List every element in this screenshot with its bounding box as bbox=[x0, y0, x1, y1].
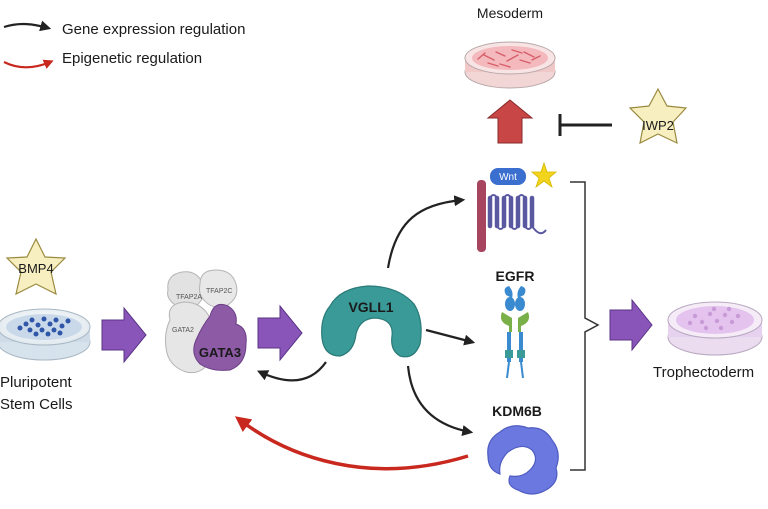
wnt-receptor: Wnt bbox=[477, 161, 558, 252]
egfr-receptor bbox=[500, 286, 530, 379]
complex-to-vgll1-arrow bbox=[257, 304, 303, 362]
vgll1-to-gata3-arrow bbox=[257, 361, 327, 382]
vgll1-label: VGLL1 bbox=[348, 299, 393, 315]
bmp4-label: BMP4 bbox=[18, 261, 53, 276]
tfap2a-label: TFAP2A bbox=[176, 294, 202, 301]
target-bracket bbox=[570, 181, 600, 471]
trophectoderm-dish: Trophectoderm bbox=[653, 301, 763, 381]
gata3-protein bbox=[193, 303, 247, 371]
iwp2-inhibition bbox=[558, 114, 612, 136]
pluripotent-dish bbox=[0, 308, 91, 361]
kdm6b-to-gata3-epigenetic-arrow bbox=[234, 416, 469, 471]
legend-red-arrow bbox=[3, 59, 54, 69]
mesoderm-induction-arrow bbox=[486, 99, 534, 144]
wnt-label: Wnt bbox=[499, 172, 517, 183]
vgll1-to-wnt-arrow bbox=[386, 195, 466, 269]
kdm6b-label: KDM6B bbox=[492, 403, 542, 419]
mesoderm-dish: Mesoderm bbox=[464, 5, 556, 89]
bmp4-star: BMP4 bbox=[5, 237, 67, 296]
tfap2c-label: TFAP2C bbox=[206, 288, 232, 295]
psc-to-complex-arrow bbox=[101, 306, 147, 364]
gata3-label: GATA3 bbox=[199, 345, 241, 360]
iwp2-label: IWP2 bbox=[642, 118, 674, 133]
trophectoderm-arrow bbox=[609, 298, 653, 352]
vgll1-to-kdm6b-arrow bbox=[406, 365, 474, 436]
iwp2-star: IWP2 bbox=[628, 87, 688, 145]
mesoderm-label: Mesoderm bbox=[477, 5, 543, 21]
legend: Gene expression regulation Epigenetic re… bbox=[3, 20, 245, 69]
tfap2c-protein bbox=[199, 269, 238, 308]
legend-black-arrow bbox=[3, 20, 52, 32]
egfr-label: EGFR bbox=[496, 268, 535, 284]
psc-label-line1: Pluripotent bbox=[0, 374, 73, 391]
legend-gene-expression-label: Gene expression regulation bbox=[62, 21, 245, 38]
legend-epigenetic-label: Epigenetic regulation bbox=[62, 50, 202, 67]
kdm6b-protein bbox=[487, 425, 559, 495]
gata2-label: GATA2 bbox=[172, 327, 194, 334]
trophectoderm-label: Trophectoderm bbox=[653, 364, 754, 381]
vgll1-to-egfr-arrow bbox=[425, 328, 476, 346]
transcription-factor-complex: TFAP2A TFAP2C GATA2 GATA3 bbox=[165, 269, 247, 374]
psc-label-line2: Stem Cells bbox=[0, 396, 73, 413]
wnt-ligand-star-icon bbox=[530, 161, 558, 189]
vgll1-protein bbox=[321, 285, 422, 358]
